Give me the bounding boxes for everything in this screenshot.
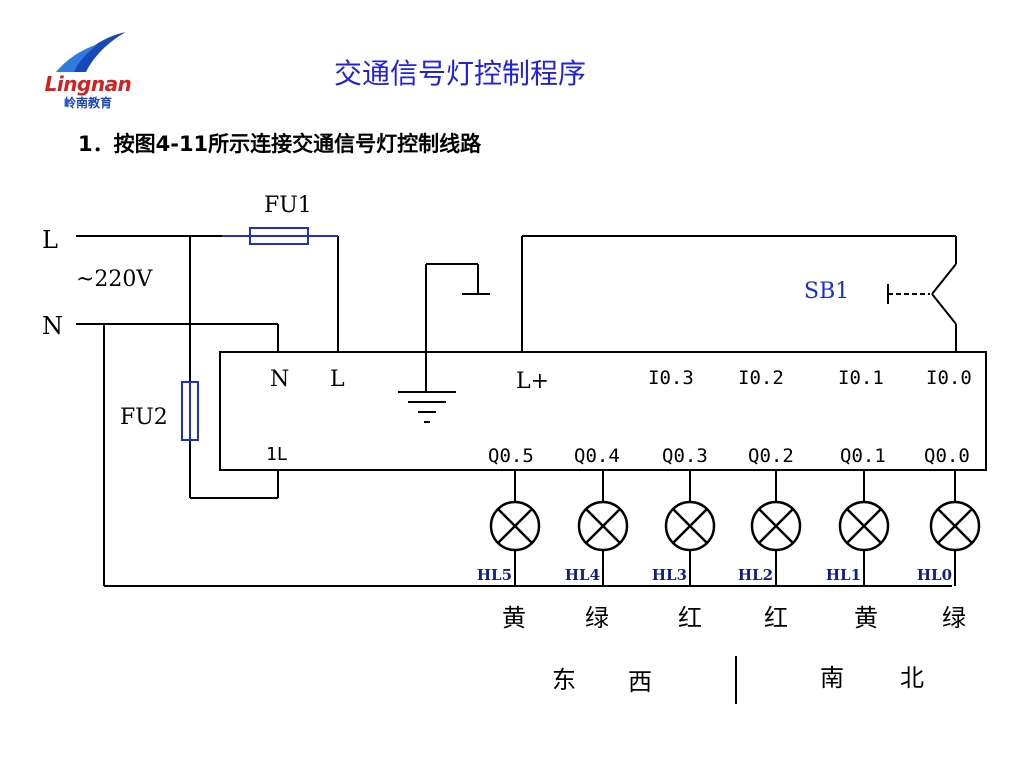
- fu1-label: FU1: [264, 193, 312, 218]
- lamp-hl5: HL5 黄: [477, 470, 541, 632]
- supply-l-label: L: [42, 226, 58, 254]
- plc-inputs: I0.3 I0.2 I0.1 I0.0: [648, 367, 972, 389]
- lamp-label: HL1: [826, 566, 861, 584]
- supply-voltage-label: ~220V: [76, 267, 153, 292]
- plc-output-label: Q0.5: [488, 445, 534, 467]
- lamp-label: HL4: [565, 566, 600, 584]
- lamp-hl4: HL4 绿: [565, 470, 629, 632]
- plc-input-label: I0.0: [926, 367, 972, 389]
- lamp-color-label: 红: [678, 604, 702, 632]
- black-wires: [76, 235, 957, 704]
- direction-north: 北: [900, 664, 924, 692]
- lamp-label: HL5: [477, 566, 512, 584]
- lamp-label: HL0: [917, 566, 952, 584]
- lamp-color-label: 黄: [854, 604, 878, 632]
- slide-title: 交通信号灯控制程序: [334, 57, 587, 90]
- lamp-icon: [929, 500, 981, 552]
- plc-input-label: I0.1: [838, 367, 884, 389]
- lamp-hl2: HL2 红: [738, 470, 802, 632]
- lamp-color-label: 红: [764, 604, 788, 632]
- lamp-icon: [577, 500, 629, 552]
- lamp-hl3: HL3 红: [652, 470, 716, 632]
- lamp-icon: [489, 500, 541, 552]
- ground-icon: [398, 391, 456, 423]
- plc-output-label: Q0.1: [840, 445, 886, 467]
- lamp-row: HL5 黄 HL4 绿 HL3 红 HL2 红 HL1 黄 HL0 绿: [477, 470, 981, 632]
- lamp-icon: [664, 500, 716, 552]
- lingnan-logo: Lingnan 岭南教育: [28, 28, 148, 110]
- slide-subtitle: 1．按图4-11所示连接交通信号灯控制线路: [78, 132, 482, 156]
- plc-terminal-1l: 1L: [266, 444, 288, 465]
- pushbutton-sb1-icon: [887, 263, 957, 325]
- plc-terminal-lplus: L+: [516, 369, 549, 394]
- plc-terminal-l: L: [330, 367, 345, 392]
- plc-output-label: Q0.4: [574, 445, 620, 467]
- fu2-label: FU2: [120, 405, 168, 430]
- lamp-color-label: 绿: [585, 604, 609, 632]
- logo-wordmark: Lingnan: [44, 72, 132, 96]
- direction-south: 南: [820, 664, 844, 692]
- plc-output-label: Q0.3: [662, 445, 708, 467]
- plc-input-label: I0.3: [648, 367, 694, 389]
- direction-east: 东: [552, 666, 576, 694]
- fuses: [181, 227, 338, 441]
- lamp-icon: [838, 500, 890, 552]
- logo-subtext: 岭南教育: [63, 96, 112, 110]
- lamp-color-label: 黄: [502, 604, 526, 632]
- lamp-hl1: HL1 黄: [826, 470, 890, 632]
- lamp-label: HL2: [738, 566, 773, 584]
- lamp-color-label: 绿: [942, 604, 966, 632]
- lamp-icon: [750, 500, 802, 552]
- direction-west: 西: [628, 668, 652, 696]
- plc-output-label: Q0.2: [748, 445, 794, 467]
- lamp-hl0: HL0 绿: [917, 470, 981, 632]
- lingnan-wave-logo-icon: [56, 32, 126, 72]
- sb1-label: SB1: [804, 279, 849, 304]
- lamp-label: HL3: [652, 566, 687, 584]
- supply-n-label: N: [42, 312, 63, 340]
- plc-terminal-n: N: [270, 367, 289, 392]
- plc-outputs: Q0.5 Q0.4 Q0.3 Q0.2 Q0.1 Q0.0: [488, 445, 970, 467]
- plc-input-label: I0.2: [738, 367, 784, 389]
- plc-output-label: Q0.0: [924, 445, 970, 467]
